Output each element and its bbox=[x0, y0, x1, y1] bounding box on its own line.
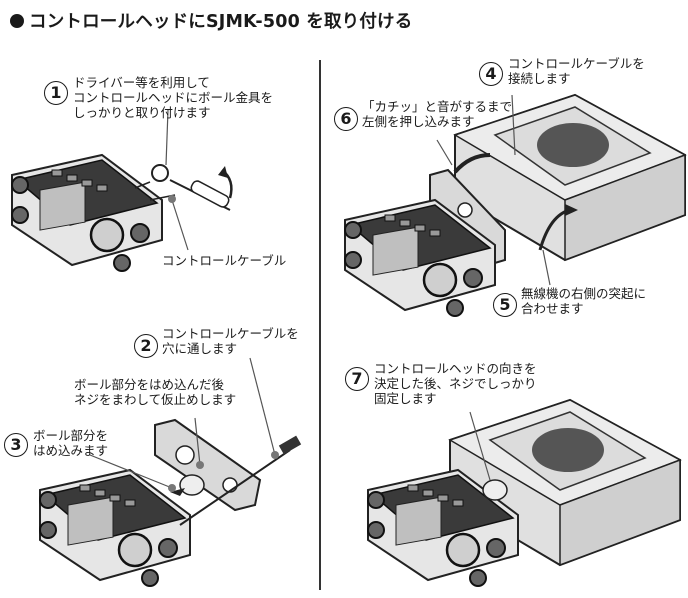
step-3-number: 3 bbox=[4, 433, 28, 457]
step-6-number: 6 bbox=[334, 107, 358, 131]
step-7-number: 7 bbox=[345, 367, 369, 391]
step-4-line: コントロールケーブルを bbox=[508, 56, 645, 71]
step-3-text: ボール部分を はめ込みます bbox=[33, 428, 108, 458]
column-divider bbox=[319, 60, 321, 590]
step-1-line: しっかりと取り付けます bbox=[73, 105, 211, 120]
step-6-line: 「カチッ」と音がするまで bbox=[362, 99, 513, 114]
step-6-text: 「カチッ」と音がするまで 左側を押し込みます bbox=[362, 99, 512, 129]
temp-fix-line: ボール部分をはめ込んだ後 bbox=[74, 377, 225, 392]
step-1-text: ドライバー等を利用して コントロールヘッドにボール金具を しっかりと取り付けます bbox=[73, 75, 273, 120]
page-title: コントロールヘッドにSJMK-500 を取り付ける bbox=[10, 8, 412, 33]
cable-callout: コントロールケーブル bbox=[162, 253, 287, 268]
step-5-line: 合わせます bbox=[521, 301, 584, 316]
step-4-line: 接続します bbox=[508, 71, 571, 86]
temp-fix-line: ネジをまわして仮止めします bbox=[74, 392, 237, 407]
step-6-line: 左側を押し込みます bbox=[362, 114, 475, 129]
title-text: コントロールヘッドにSJMK-500 を取り付ける bbox=[29, 12, 413, 32]
step-7-line: コントロールヘッドの向きを bbox=[374, 361, 537, 376]
step456-illustration bbox=[343, 94, 686, 318]
step1-illustration bbox=[10, 109, 233, 273]
bullet-icon bbox=[10, 14, 24, 28]
step-7-text: コントロールヘッドの向きを 決定した後、ネジでしっかり 固定します bbox=[374, 361, 537, 406]
step-5-text: 無線機の右側の突起に 合わせます bbox=[521, 286, 646, 316]
step-2-number: 2 bbox=[134, 334, 158, 358]
step23-illustration bbox=[38, 357, 302, 588]
step-7-line: 決定した後、ネジでしっかり bbox=[374, 376, 537, 391]
step-2-text: コントロールケーブルを 穴に通します bbox=[162, 326, 299, 356]
step-4-text: コントロールケーブルを 接続します bbox=[508, 56, 645, 86]
step-3-line: ボール部分を bbox=[33, 428, 109, 443]
step-1-line: ドライバー等を利用して bbox=[73, 75, 210, 90]
temp-fix-callout: ボール部分をはめ込んだ後 ネジをまわして仮止めします bbox=[74, 377, 236, 407]
step-1-line: コントロールヘッドにボール金具を bbox=[73, 90, 274, 105]
step-2-line: コントロールケーブルを bbox=[162, 326, 299, 341]
step-1-number: 1 bbox=[44, 81, 68, 105]
step-3-line: はめ込みます bbox=[33, 443, 109, 458]
step-7-line: 固定します bbox=[374, 391, 437, 406]
step7-illustration bbox=[366, 399, 681, 588]
step-2-line: 穴に通します bbox=[162, 341, 238, 356]
step-5-line: 無線機の右側の突起に bbox=[521, 286, 647, 301]
step-5-number: 5 bbox=[493, 293, 517, 317]
step-4-number: 4 bbox=[479, 62, 503, 86]
